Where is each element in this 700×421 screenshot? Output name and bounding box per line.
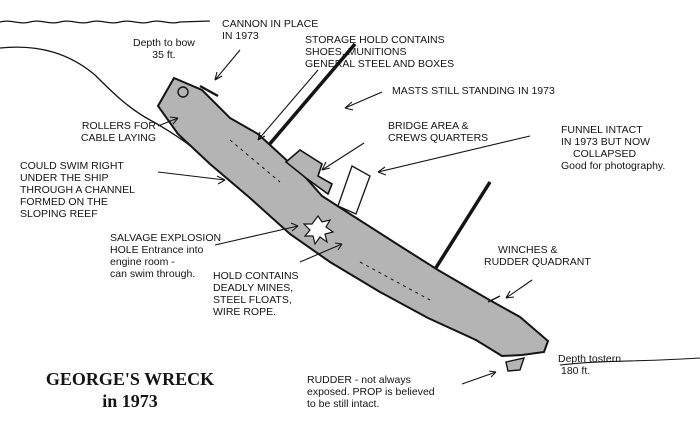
funnel-outline xyxy=(337,165,371,215)
label-swim-channel: COULD SWIM RIGHT UNDER THE SHIP THROUGH … xyxy=(20,160,135,220)
arrow-swim-head xyxy=(216,175,226,185)
arrow-funnel xyxy=(377,135,531,173)
arrow-storage-head xyxy=(257,131,266,141)
arrow-salvage xyxy=(214,225,299,246)
label-salvage-hole: SALVAGE EXPLOSION HOLE Entrance into eng… xyxy=(110,232,222,280)
label-hold-contents: HOLD CONTAINS DEADLY MINES, STEEL FLOATS… xyxy=(213,270,299,318)
label-rollers: ROLLERS FOR CABLE LAYING xyxy=(80,120,156,144)
arrow-winches xyxy=(505,279,533,299)
label-storage-hold: STORAGE HOLD CONTAINS SHOES, MUNITIONS G… xyxy=(305,34,455,70)
arrow-winches-head xyxy=(505,290,515,299)
label-bridge: BRIDGE AREA & CREWS QUARTERS xyxy=(388,120,489,144)
arrow-storage xyxy=(257,69,319,141)
arrow-masts-head xyxy=(344,101,354,111)
arrow-rudder-head xyxy=(488,370,497,378)
arrow-bridge-head xyxy=(321,161,331,171)
arrow-hold xyxy=(299,243,343,263)
label-winches: WINCHES & RUDDER QUADRANT xyxy=(484,244,591,268)
aft-mast xyxy=(430,181,492,275)
label-rudder: RUDDER - not always exposed. PROP is bel… xyxy=(307,374,435,410)
arrow-funnel-head xyxy=(377,166,387,176)
reef-slope-far-line xyxy=(559,357,700,366)
arrow-swim xyxy=(157,171,226,181)
arrow-masts xyxy=(344,91,383,109)
bow-cannon xyxy=(199,84,219,98)
bow-roller xyxy=(177,86,189,98)
bridge-superstructure xyxy=(284,149,334,196)
diagram-title: GEORGE'S WRECK in 1973 xyxy=(45,369,215,411)
arrow-rollers xyxy=(157,117,179,127)
arrow-cannon xyxy=(214,49,241,81)
arrow-bridge xyxy=(321,142,365,171)
label-masts: MASTS STILL STANDING IN 1973 xyxy=(392,85,555,97)
label-depth-bow: Depth to bow 35 ft. xyxy=(133,37,195,61)
rudder-shape xyxy=(505,357,526,372)
arrow-rudder xyxy=(461,371,497,385)
label-cannon: CANNON IN PLACE IN 1973 xyxy=(222,18,319,42)
winch-mark xyxy=(487,295,501,303)
ship-hull xyxy=(156,76,550,358)
leader-arrows xyxy=(157,49,533,385)
arrow-cannon-head xyxy=(214,71,223,81)
water-surface-line xyxy=(0,20,211,24)
fore-mast xyxy=(266,42,357,148)
explosion-hole-icon xyxy=(302,214,335,246)
arrow-rollers-head xyxy=(169,116,179,125)
arrow-salvage-head xyxy=(290,222,299,232)
label-funnel: FUNNEL INTACT IN 1973 BUT NOW COLLAPSED … xyxy=(561,124,666,172)
label-depth-stern: Depth tostern 180 ft. xyxy=(558,353,622,377)
arrow-hold-head xyxy=(334,242,343,251)
